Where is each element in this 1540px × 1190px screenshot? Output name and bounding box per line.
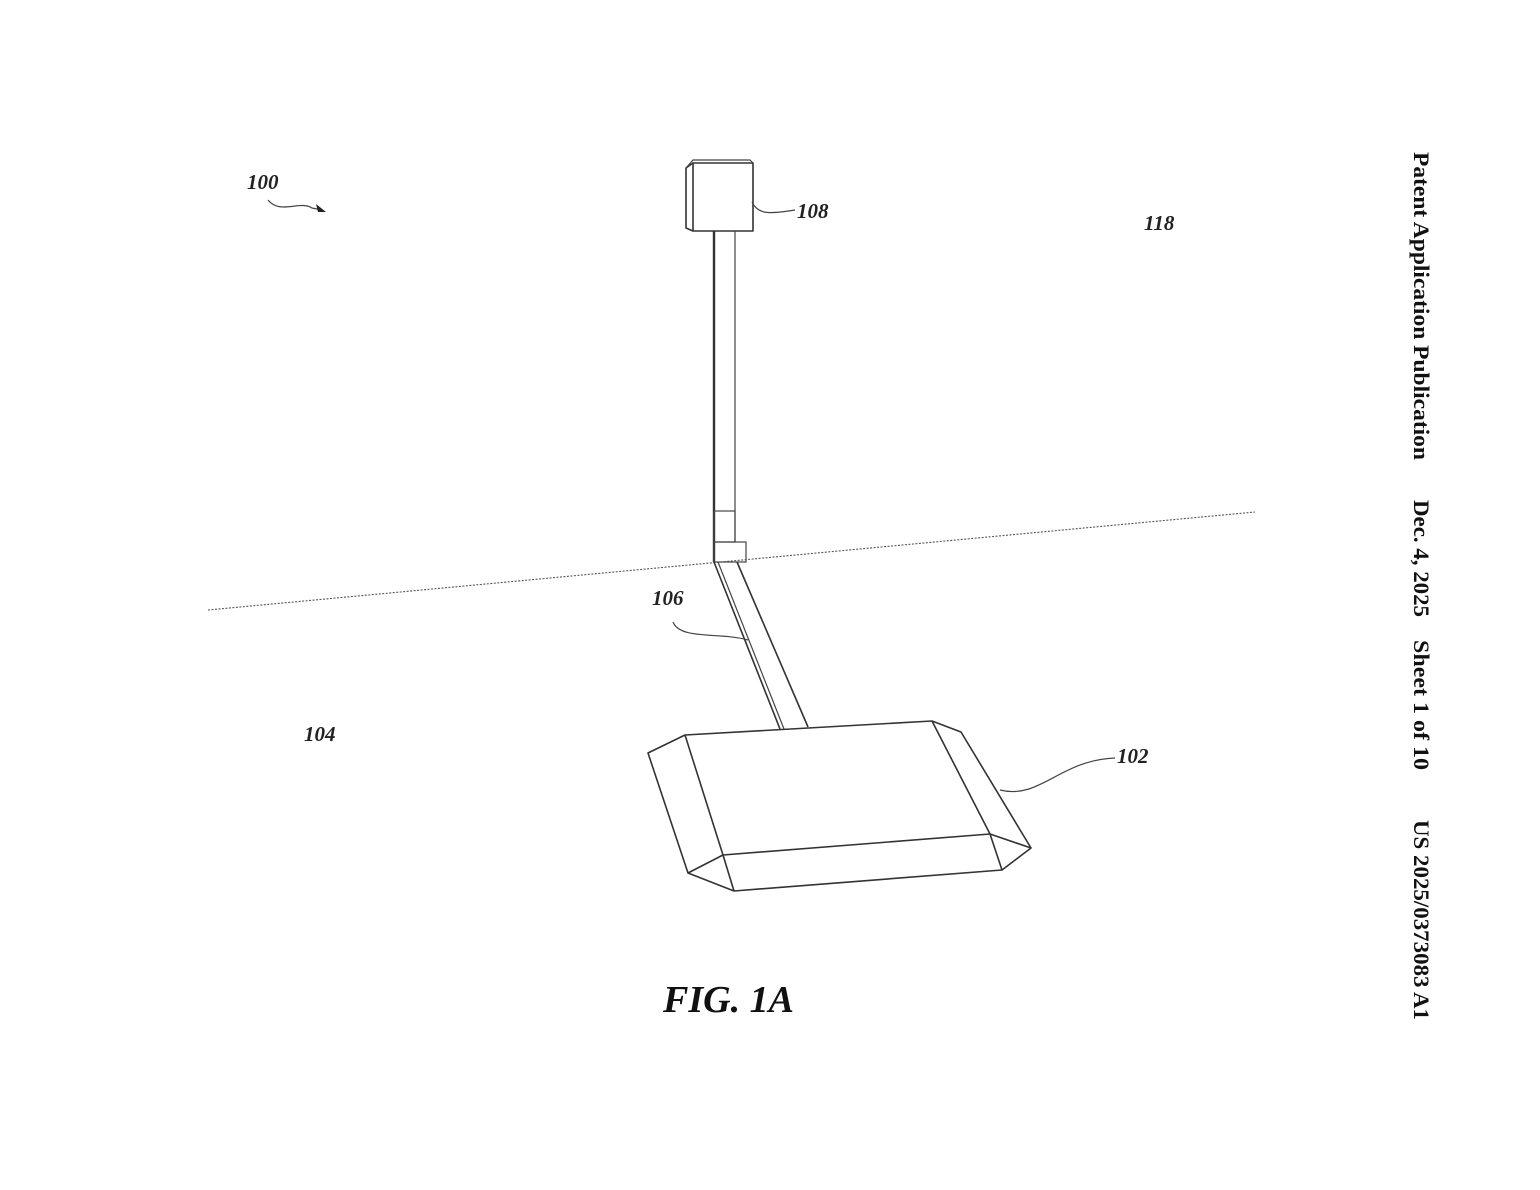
mount-box — [685, 159, 754, 232]
leader-106 — [672, 621, 749, 641]
arrow-head-icon — [316, 204, 326, 212]
label-118: 118 — [1144, 211, 1175, 235]
angled-arm — [713, 561, 809, 730]
header-date: Dec. 4, 2025 — [1409, 500, 1434, 617]
leader-108 — [751, 201, 796, 214]
label-104: 104 — [304, 722, 336, 746]
header-patent-number: US 2025/0373083 A1 — [1409, 820, 1434, 1020]
label-108: 108 — [797, 199, 829, 223]
header-sheet: Sheet 1 of 10 — [1409, 640, 1434, 770]
label-106: 106 — [652, 586, 684, 610]
label-100: 100 — [247, 170, 279, 194]
leader-102 — [999, 757, 1116, 793]
header-publication: Patent Application Publication — [1409, 152, 1434, 460]
label-102: 102 — [1117, 744, 1149, 768]
figure-caption: FIG. 1A — [662, 979, 794, 1021]
leader-100 — [267, 199, 323, 211]
device-body — [647, 720, 1032, 892]
vertical-pole — [712, 231, 747, 563]
horizon-line — [207, 511, 1256, 611]
